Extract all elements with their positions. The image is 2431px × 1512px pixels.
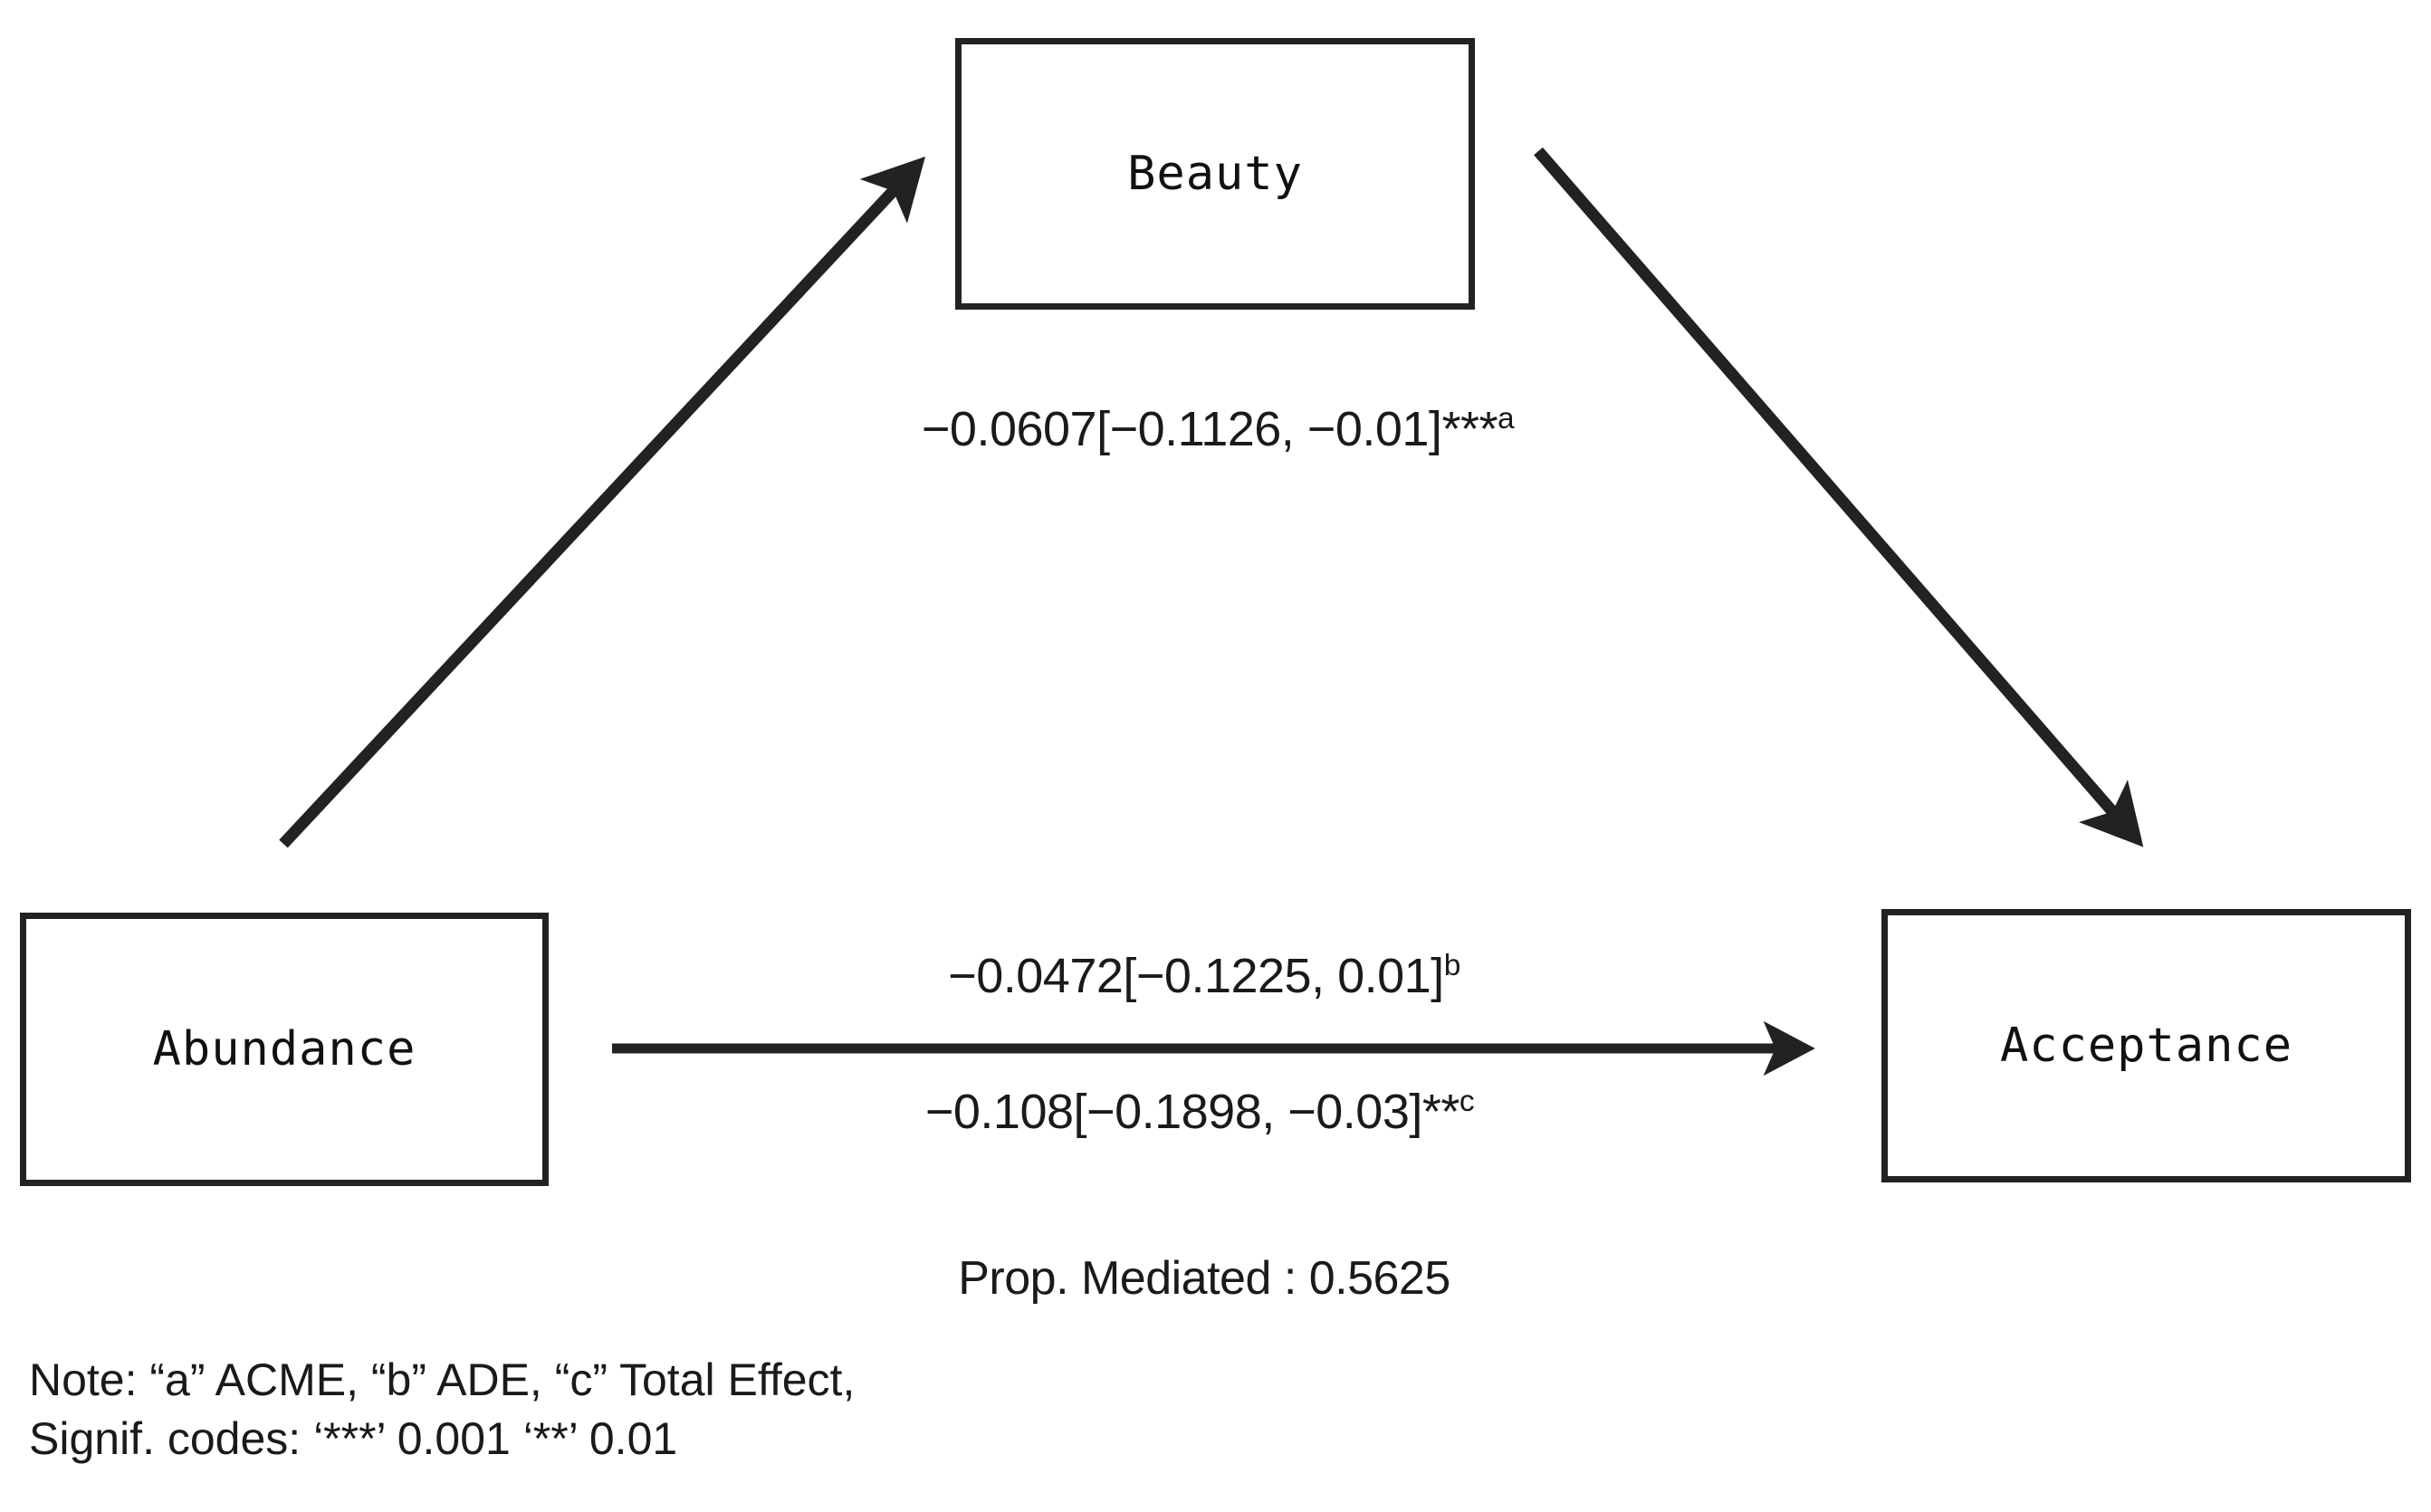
- edge-label-acme-estimate: −0.0607[−0.1126, −0.01]: [921, 402, 1442, 456]
- note-block: Note: “a” ACME, “b” ADE, “c” Total Effec…: [29, 1351, 855, 1469]
- edge-label-acme-stars: ***: [1441, 402, 1498, 456]
- edge-label-total-effect: −0.108[−0.1898, −0.03]**c: [924, 1084, 1475, 1140]
- note-line-2: Signif. codes: ‘***’ 0.001 ‘**’ 0.01: [29, 1413, 678, 1464]
- node-acceptance: Acceptance: [1881, 909, 2411, 1182]
- node-acceptance-label: Acceptance: [1999, 1019, 2293, 1073]
- edge-label-ade: −0.0472[−0.1225, 0.01]b: [948, 948, 1460, 1004]
- node-abundance-label: Abundance: [152, 1022, 416, 1077]
- node-beauty: Beauty: [955, 38, 1475, 310]
- edge-label-total-marker: c: [1459, 1085, 1475, 1118]
- arrow-abundance-to-beauty: [279, 156, 925, 848]
- edge-label-total-estimate: −0.108[−0.1898, −0.03]: [924, 1085, 1423, 1139]
- node-beauty-label: Beauty: [1127, 147, 1303, 201]
- note-line-1: Note: “a” ACME, “b” ADE, “c” Total Effec…: [29, 1354, 856, 1405]
- edge-label-ade-estimate: −0.0472[−0.1225, 0.01]: [948, 949, 1444, 1003]
- prop-mediated-label: Prop. Mediated : 0.5625: [958, 1252, 1450, 1305]
- edge-label-total-stars: **: [1421, 1085, 1460, 1139]
- node-abundance: Abundance: [20, 913, 549, 1186]
- arrow-beauty-to-acceptance: [1534, 147, 2144, 847]
- edge-label-acme-marker: a: [1497, 402, 1515, 435]
- edge-label-acme: −0.0607[−0.1126, −0.01]***a: [921, 401, 1515, 457]
- edge-label-ade-marker: b: [1443, 949, 1461, 982]
